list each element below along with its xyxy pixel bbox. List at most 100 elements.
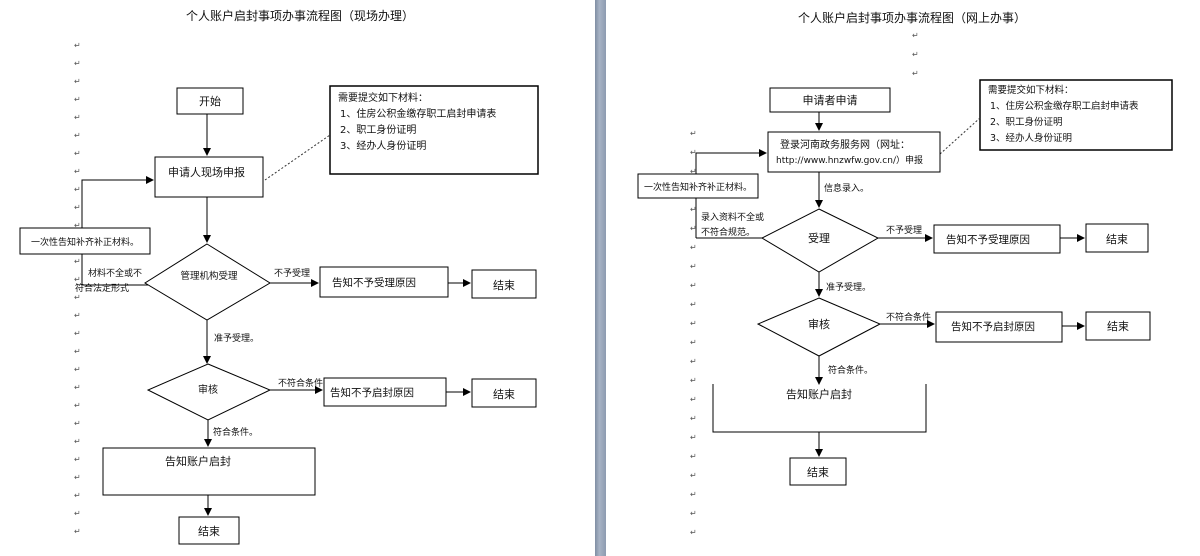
left-reject-accept-box: [319, 266, 449, 298]
left-materials-item-1: 1、住房公积金缴存职工启封申请表: [340, 107, 496, 120]
paragraph-mark: ↵: [74, 185, 81, 194]
right-end-box-3: [789, 457, 847, 486]
left-notify-label: 告知账户启封: [165, 454, 231, 468]
paragraph-mark: ↵: [74, 59, 81, 68]
paragraph-mark: ↵: [690, 243, 697, 252]
paragraph-mark: ↵: [690, 319, 697, 328]
right-not-meet-label: 不符合条件: [886, 311, 931, 323]
right-meet-label: 符合条件。: [828, 364, 873, 376]
right-end-label-1: 结束: [1106, 233, 1128, 246]
left-arrow-feedback: [81, 176, 154, 228]
paragraph-mark: ↵: [74, 41, 81, 50]
right-portal-box: [767, 131, 941, 173]
left-accepted-label: 准予受理。: [214, 332, 259, 344]
paragraph-mark: ↵: [690, 357, 697, 366]
right-supplement-box: [637, 173, 759, 199]
right-materials-box: [979, 79, 1173, 151]
left-review-label: 审核: [198, 383, 218, 396]
paragraph-mark: ↵: [74, 509, 81, 518]
paragraph-mark: ↵: [690, 376, 697, 385]
left-materials-connector: [264, 134, 331, 181]
paragraph-mark: ↵: [74, 311, 81, 320]
paragraph-mark: ↵: [74, 95, 81, 104]
right-review-label: 审核: [808, 317, 830, 331]
left-materials-box: [329, 85, 539, 175]
paragraph-mark: ↵: [74, 329, 81, 338]
paragraph-mark: ↵: [74, 473, 81, 482]
right-reject-accept-label: 告知不予受理原因: [946, 233, 1030, 246]
left-end-label-3: 结束: [198, 525, 220, 538]
left-accept-decision-label: 管理机构受理: [180, 270, 238, 282]
paragraph-mark: ↵: [690, 471, 697, 480]
paragraph-mark: ↵: [74, 77, 81, 86]
right-start-label: 申请者申请: [803, 94, 858, 107]
left-paragraph-marks: ↵↵↵↵↵↵↵↵↵↵↵↵↵↵↵↵↵↵↵↵↵↵↵↵↵↵↵↵: [74, 41, 81, 536]
paragraph-mark: ↵: [690, 433, 697, 442]
right-start-box: [769, 87, 891, 113]
paragraph-mark: ↵: [912, 31, 919, 40]
paragraph-mark: ↵: [74, 527, 81, 536]
left-reject-accept-label: 告知不予受理原因: [332, 276, 416, 289]
right-materials-connector: [939, 117, 981, 155]
paragraph-mark: ↵: [690, 167, 697, 176]
paragraph-mark: ↵: [74, 113, 81, 122]
left-meet-label: 符合条件。: [213, 426, 258, 438]
left-apply-label: 申请人现场申报: [168, 165, 245, 179]
left-materials-item-3: 3、经办人身份证明: [340, 139, 426, 152]
left-reject-review-label: 告知不予启封原因: [330, 386, 414, 399]
paragraph-mark: ↵: [690, 395, 697, 404]
paragraph-mark: ↵: [690, 224, 697, 233]
right-materials-item-1: 1、住房公积金缴存职工启封申请表: [990, 100, 1139, 112]
right-portal-line-1: 登录河南政务服务网（网址：: [780, 138, 910, 151]
paragraph-mark: ↵: [74, 347, 81, 356]
right-title: 个人账户启封事项办事流程图（网上办事）: [798, 10, 1026, 25]
left-flowchart: ↵↵↵↵↵↵↵↵↵↵↵↵↵↵↵↵↵↵↵↵↵↵↵↵↵↵↵↵ 个人账户启封事项办事流…: [19, 8, 539, 545]
paragraph-mark: ↵: [690, 148, 697, 157]
paragraph-mark: ↵: [690, 281, 697, 290]
left-end-box-2: [471, 378, 537, 408]
paragraph-mark: ↵: [690, 262, 697, 271]
right-incomplete-1: 录入资料不全或: [701, 211, 764, 223]
page-gutter: [595, 0, 606, 556]
right-materials-item-2: 2、职工身份证明: [990, 116, 1063, 128]
paragraph-mark: ↵: [690, 414, 697, 423]
paragraph-mark: ↵: [690, 129, 697, 138]
right-materials-item-3: 3、经办人身份证明: [990, 132, 1072, 144]
left-supplement-label: 一次性告知补齐补正材料。: [31, 236, 139, 248]
right-end-box-1: [1085, 223, 1149, 253]
paragraph-mark: ↵: [74, 491, 81, 500]
left-start-box: [176, 87, 244, 115]
right-incomplete-2: 不符合规范。: [701, 226, 755, 238]
paragraph-mark: ↵: [74, 437, 81, 446]
left-end-box-3: [178, 516, 240, 545]
right-portal-line-2: http://www.hnzwfw.gov.cn/）申报: [776, 154, 923, 166]
left-apply-box: [154, 156, 264, 198]
paragraph-mark: ↵: [912, 50, 919, 59]
left-incomplete-1: 材料不全或不: [88, 267, 142, 279]
paragraph-mark: ↵: [74, 131, 81, 140]
right-entry-label: 信息录入。: [824, 182, 869, 194]
left-end-label-2: 结束: [493, 388, 515, 401]
paragraph-mark: ↵: [74, 221, 81, 230]
right-end-label-2: 结束: [1107, 320, 1129, 333]
right-notify-label: 告知账户启封: [786, 387, 852, 401]
paragraph-mark: ↵: [74, 275, 81, 284]
paragraph-mark: ↵: [912, 69, 919, 78]
right-supplement-label: 一次性告知补齐补正材料。: [644, 181, 752, 193]
paragraph-mark: ↵: [74, 383, 81, 392]
left-incomplete-2: 符合法定形式: [75, 282, 129, 294]
paragraph-mark: ↵: [74, 455, 81, 464]
right-materials-heading: 需要提交如下材料：: [988, 84, 1074, 96]
paragraph-mark: ↵: [74, 401, 81, 410]
right-not-accept-label: 不予受理: [886, 224, 922, 236]
paragraph-mark: ↵: [690, 452, 697, 461]
left-materials-heading: 需要提交如下材料：: [338, 91, 428, 104]
right-end-box-2: [1085, 311, 1151, 341]
right-arrow-feedback: [695, 149, 767, 174]
left-not-accept-label: 不予受理: [274, 267, 310, 279]
paragraph-mark: ↵: [74, 149, 81, 158]
right-paragraph-marks: ↵↵↵↵↵↵↵↵↵↵↵↵↵↵↵↵↵↵↵↵↵↵↵↵↵: [690, 31, 919, 537]
paragraph-mark: ↵: [690, 338, 697, 347]
paragraph-mark: ↵: [690, 490, 697, 499]
